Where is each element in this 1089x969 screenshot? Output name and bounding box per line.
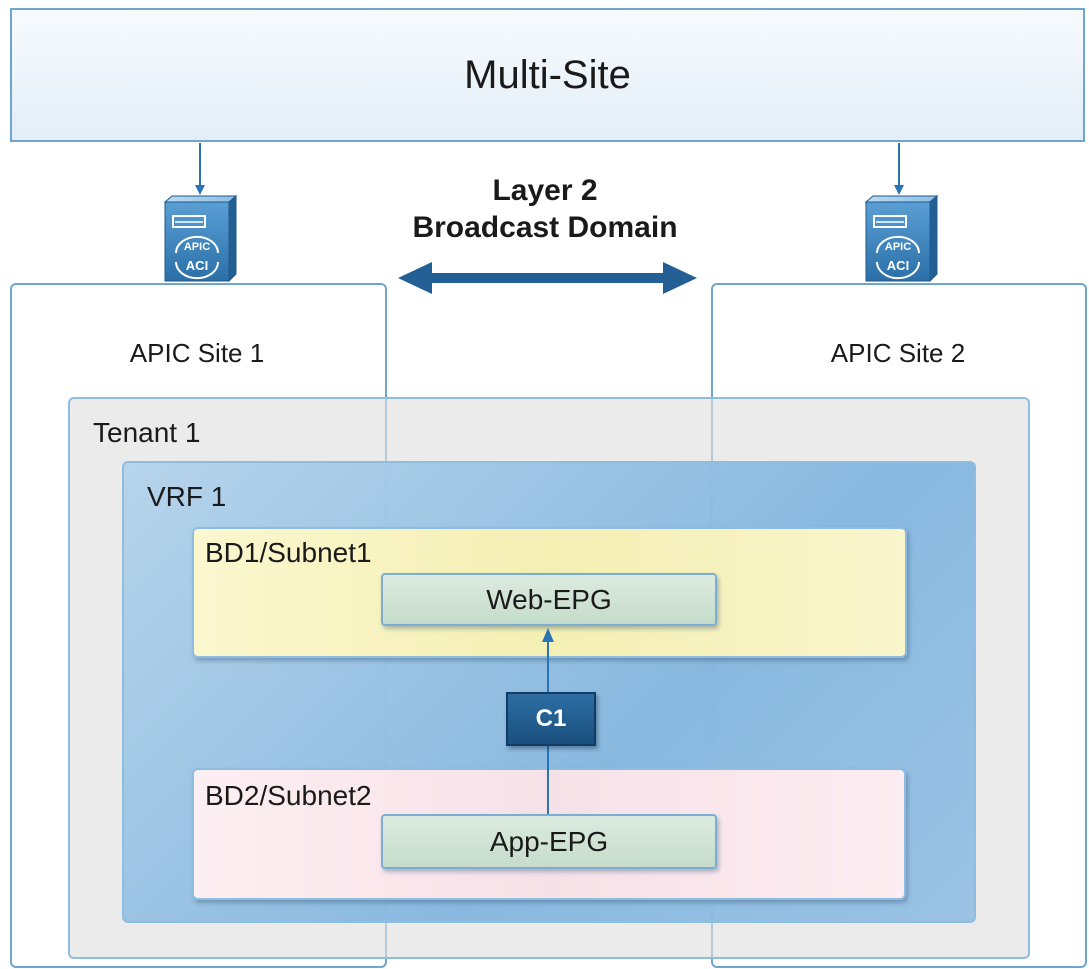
app-epg-box: App-EPG [381,814,717,869]
multi-site-label: Multi-Site [464,52,631,97]
web-epg-box: Web-EPG [381,573,717,626]
web-epg-label: Web-EPG [486,583,612,615]
contract-label: C1 [535,705,567,732]
apic-server-icon-2 [864,194,939,283]
layer2-title: Layer 2 Broadcast Domain [380,172,710,246]
apic-server-icon-1 [163,194,238,283]
apic-icon-1-bottom-text: ACI [185,258,209,273]
apic-icon-2-bottom-text: ACI [886,258,910,273]
contract-c1-box: C1 [506,692,596,746]
bd2-label: BD2/Subnet2 [205,780,372,811]
apic-icon-1-top-text: APIC [183,241,211,253]
apic-icon-2-top-text: APIC [884,241,912,253]
app-epg-label: App-EPG [489,825,609,857]
apic-site-2-label: APIC Site 2 [830,338,966,368]
tenant-label: Tenant 1 [93,417,201,448]
bd1-label: BD1/Subnet1 [205,537,372,568]
multi-site-banner: Multi-Site [10,8,1085,142]
vrf-label: VRF 1 [147,481,227,512]
layer2-line2: Broadcast Domain [412,211,678,244]
layer2-line1: Layer 2 [492,174,598,207]
contract-arrowhead [542,628,554,642]
apic-site-1-label: APIC Site 1 [129,338,265,368]
layer2-double-arrow [398,262,697,294]
